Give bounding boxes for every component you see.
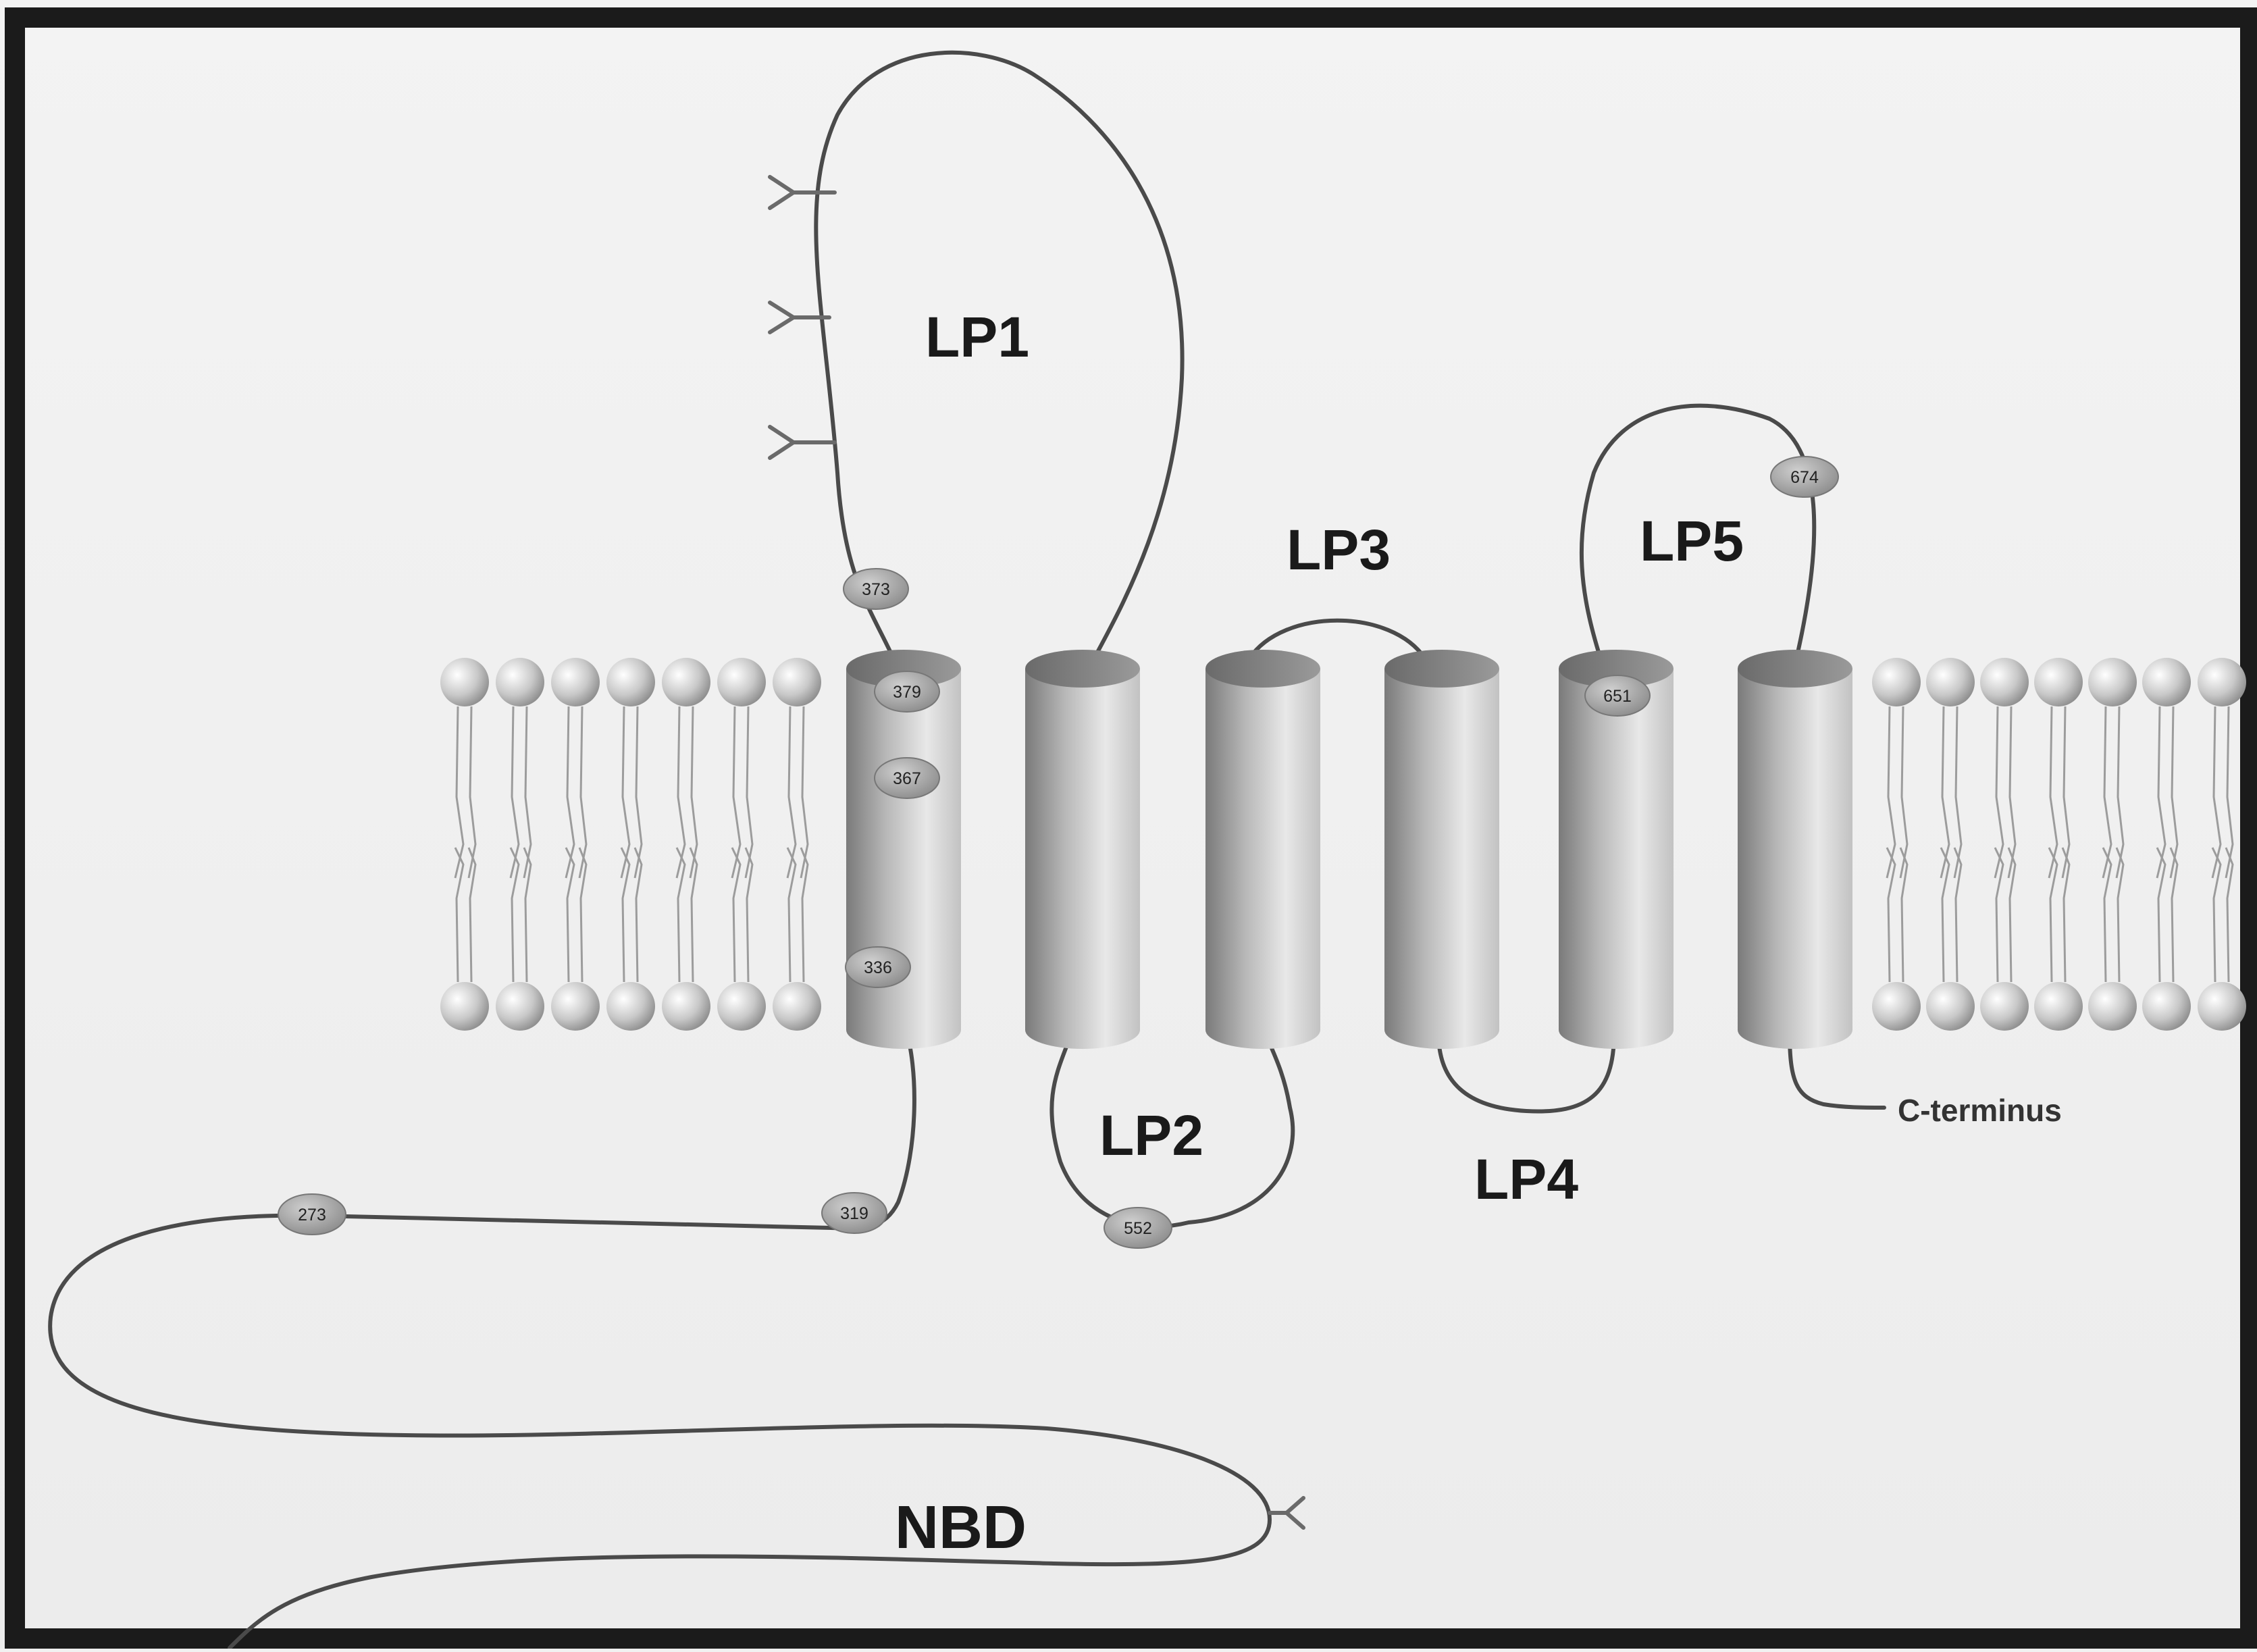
- svg-text:552: 552: [1124, 1219, 1152, 1238]
- lipid-head: [440, 982, 489, 1031]
- lipid-head: [496, 658, 544, 706]
- label-nbd: NBD: [895, 1494, 1027, 1561]
- residue-marker-336: 336: [846, 947, 910, 987]
- lipid-head: [2034, 658, 2083, 706]
- svg-text:367: 367: [893, 769, 921, 788]
- lipid-head: [1980, 982, 2029, 1031]
- label-lp4: LP4: [1474, 1147, 1578, 1211]
- lipid-head: [606, 658, 655, 706]
- svg-text:336: 336: [864, 958, 892, 977]
- svg-text:273: 273: [298, 1206, 326, 1224]
- residue-marker-319: 319: [822, 1193, 887, 1233]
- lipid-head: [551, 658, 600, 706]
- label-lp5: LP5: [1640, 509, 1744, 573]
- residue-marker-674: 674: [1771, 457, 1838, 497]
- lipid-head: [440, 658, 489, 706]
- lipid-head: [662, 982, 710, 1031]
- residue-marker-379: 379: [875, 671, 939, 712]
- lipid-head: [606, 982, 655, 1031]
- lipid-head: [2198, 658, 2246, 706]
- lipid-head: [662, 658, 710, 706]
- lipid-head: [2142, 658, 2191, 706]
- lipid-head: [773, 658, 821, 706]
- lipid-head: [2034, 982, 2083, 1031]
- lipid-head: [2088, 982, 2137, 1031]
- residue-marker-651: 651: [1585, 675, 1650, 716]
- helix-tm6: [1738, 650, 1852, 1049]
- lipid-head: [2198, 982, 2246, 1031]
- lipid-head: [1980, 658, 2029, 706]
- svg-text:379: 379: [893, 683, 921, 702]
- residue-marker-273: 273: [278, 1194, 346, 1235]
- svg-text:373: 373: [862, 580, 890, 599]
- label-c-terminus: C-terminus: [1898, 1093, 2062, 1128]
- label-lp1: LP1: [925, 305, 1029, 369]
- label-lp2: LP2: [1099, 1104, 1203, 1167]
- svg-text:651: 651: [1603, 687, 1632, 706]
- lipid-head: [1926, 658, 1975, 706]
- residue-marker-552: 552: [1104, 1208, 1172, 1248]
- lipid-head: [2142, 982, 2191, 1031]
- lipid-head: [773, 982, 821, 1031]
- lipid-head: [1872, 658, 1921, 706]
- lipid-head: [1926, 982, 1975, 1031]
- lipid-head: [717, 982, 766, 1031]
- label-lp3: LP3: [1287, 518, 1391, 582]
- lipid-head: [496, 982, 544, 1031]
- helix-tm4: [1384, 650, 1499, 1049]
- svg-text:319: 319: [840, 1204, 868, 1223]
- lipid-head: [1872, 982, 1921, 1031]
- svg-text:674: 674: [1790, 468, 1819, 487]
- helix-tm2: [1025, 650, 1140, 1049]
- lipid-head: [717, 658, 766, 706]
- residue-marker-367: 367: [875, 758, 939, 798]
- residue-marker-373: 373: [844, 569, 908, 609]
- lipid-head: [551, 982, 600, 1031]
- helix-tm3: [1205, 650, 1320, 1049]
- lipid-head: [2088, 658, 2137, 706]
